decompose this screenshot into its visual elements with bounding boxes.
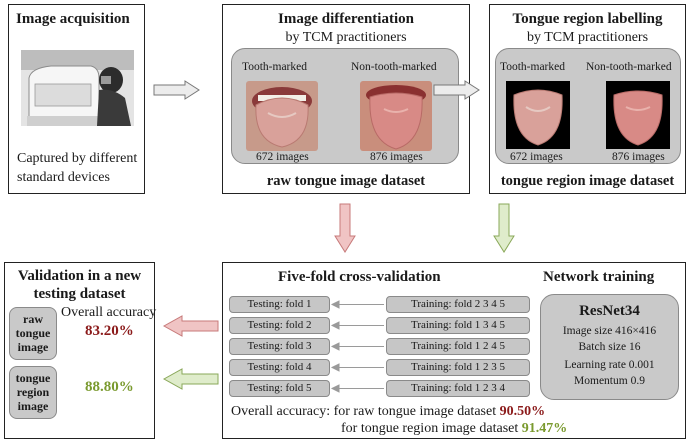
region-pill-line3: image (17, 399, 49, 413)
region-non-tooth-marked-tongue-image (606, 81, 670, 149)
validation-overall-label: Overall accuracy (61, 305, 157, 320)
raw-pill-line1: raw (23, 312, 43, 326)
validation-region-value: 88.80% (85, 379, 134, 395)
acquisition-title: Image acquisition (16, 11, 130, 27)
labelling-label-tooth-marked: Tooth-marked (500, 61, 565, 73)
network-panel: ResNet34 Image size 416×416 Batch size 1… (540, 294, 679, 400)
fold-arrows (331, 300, 384, 393)
validation-title-line1: Validation in a new (17, 268, 142, 284)
arrow-raw-to-validation (162, 315, 219, 337)
differentiation-count-tooth-marked: 672 images (256, 151, 309, 163)
differentiation-label-non-tooth-marked: Non-tooth-marked (351, 61, 437, 73)
network-param-momentum: Momentum 0.9 (574, 375, 645, 387)
image-acquisition-box: Image acquisition Captured by different … (8, 4, 145, 194)
region-tooth-marked-tongue-image (506, 81, 570, 149)
raw-pill-line3: image (17, 340, 49, 354)
arrow-region-to-validation (162, 368, 219, 390)
differentiation-subtitle: by TCM practitioners (285, 30, 407, 45)
training-fold-set-5: Training: fold 1 2 3 4 (386, 380, 530, 397)
differentiation-title: Image differentiation (278, 11, 414, 27)
training-fold-set-4: Training: fold 1 2 3 5 (386, 359, 530, 376)
network-param-learning-rate: Learning rate 0.001 (564, 359, 655, 371)
raw-tongue-image-pill: raw tongue image (9, 307, 57, 360)
testing-fold-1: Testing: fold 1 (229, 296, 330, 313)
overall-accuracy-region-line: for tongue region image dataset 91.47% (341, 421, 567, 437)
testing-fold-3: Testing: fold 3 (229, 338, 330, 355)
testing-fold-4: Testing: fold 4 (229, 359, 330, 376)
crossval-title: Five-fold cross-validation (278, 269, 441, 285)
network-title: Network training (543, 269, 655, 285)
labelling-count-tooth-marked: 672 images (510, 151, 563, 163)
cross-validation-box: Five-fold cross-validation Network train… (222, 262, 686, 439)
network-param-image-size: Image size 416×416 (562, 325, 657, 337)
testing-fold-2: Testing: fold 2 (229, 317, 330, 334)
network-model-name: ResNet34 (579, 303, 640, 319)
acquisition-caption-line2: standard devices (17, 170, 110, 185)
training-fold-set-1: Training: fold 2 3 4 5 (386, 296, 530, 313)
training-fold-set-3: Training: fold 1 2 4 5 (386, 338, 530, 355)
labelling-title: Tongue region labelling (512, 11, 663, 27)
testing-fold-5: Testing: fold 5 (229, 380, 330, 397)
region-pill-line2: region (16, 385, 50, 399)
arrow-differentiation-to-labelling (433, 80, 480, 100)
validation-title-line2: testing dataset (33, 286, 126, 302)
arrow-acquisition-to-differentiation (153, 80, 200, 100)
differentiation-inner-panel: Tooth-marked Non-tooth-marked 672 images… (231, 48, 459, 164)
labelling-label-non-tooth-marked: Non-tooth-marked (586, 61, 672, 73)
labelling-count-non-tooth-marked: 876 images (612, 151, 665, 163)
arrow-region-dataset-down (493, 203, 515, 253)
validation-raw-value: 83.20% (85, 323, 134, 339)
training-fold-set-2: Training: fold 1 3 4 5 (386, 317, 530, 334)
raw-non-tooth-marked-tongue-image (360, 81, 432, 151)
network-param-batch-size: Batch size 16 (578, 341, 641, 353)
labelling-subtitle: by TCM practitioners (526, 30, 649, 45)
acquisition-caption-line1: Captured by different (17, 151, 138, 166)
raw-pill-line2: tongue (15, 326, 51, 340)
image-differentiation-box: Image differentiation by TCM practitione… (222, 4, 470, 194)
arrow-raw-dataset-down (334, 203, 356, 253)
raw-tooth-marked-tongue-image (246, 81, 318, 151)
tongue-region-image-pill: tongue region image (9, 366, 57, 419)
device-photo (21, 50, 134, 126)
labelling-inner-panel: Tooth-marked Non-tooth-marked 672 images… (495, 48, 681, 164)
region-pill-line1: tongue (15, 371, 51, 385)
tongue-region-labelling-box: Tongue region labelling by TCM practitio… (489, 4, 686, 194)
overall-accuracy-raw-value: 90.50% (499, 404, 546, 419)
overall-accuracy-raw-prefix: Overall accuracy: for raw tongue image d… (231, 404, 497, 419)
region-dataset-label: tongue region image dataset (500, 173, 675, 189)
overall-accuracy-region-value: 91.47% (521, 421, 568, 436)
raw-dataset-label: raw tongue image dataset (266, 173, 426, 189)
validation-box: Validation in a new testing dataset raw … (4, 262, 157, 439)
differentiation-count-non-tooth-marked: 876 images (370, 151, 423, 163)
device-illustration (21, 50, 134, 126)
differentiation-label-tooth-marked: Tooth-marked (242, 61, 307, 73)
overall-accuracy-region-prefix: for tongue region image dataset (341, 421, 519, 436)
overall-accuracy-raw-line: Overall accuracy: for raw tongue image d… (231, 404, 545, 420)
